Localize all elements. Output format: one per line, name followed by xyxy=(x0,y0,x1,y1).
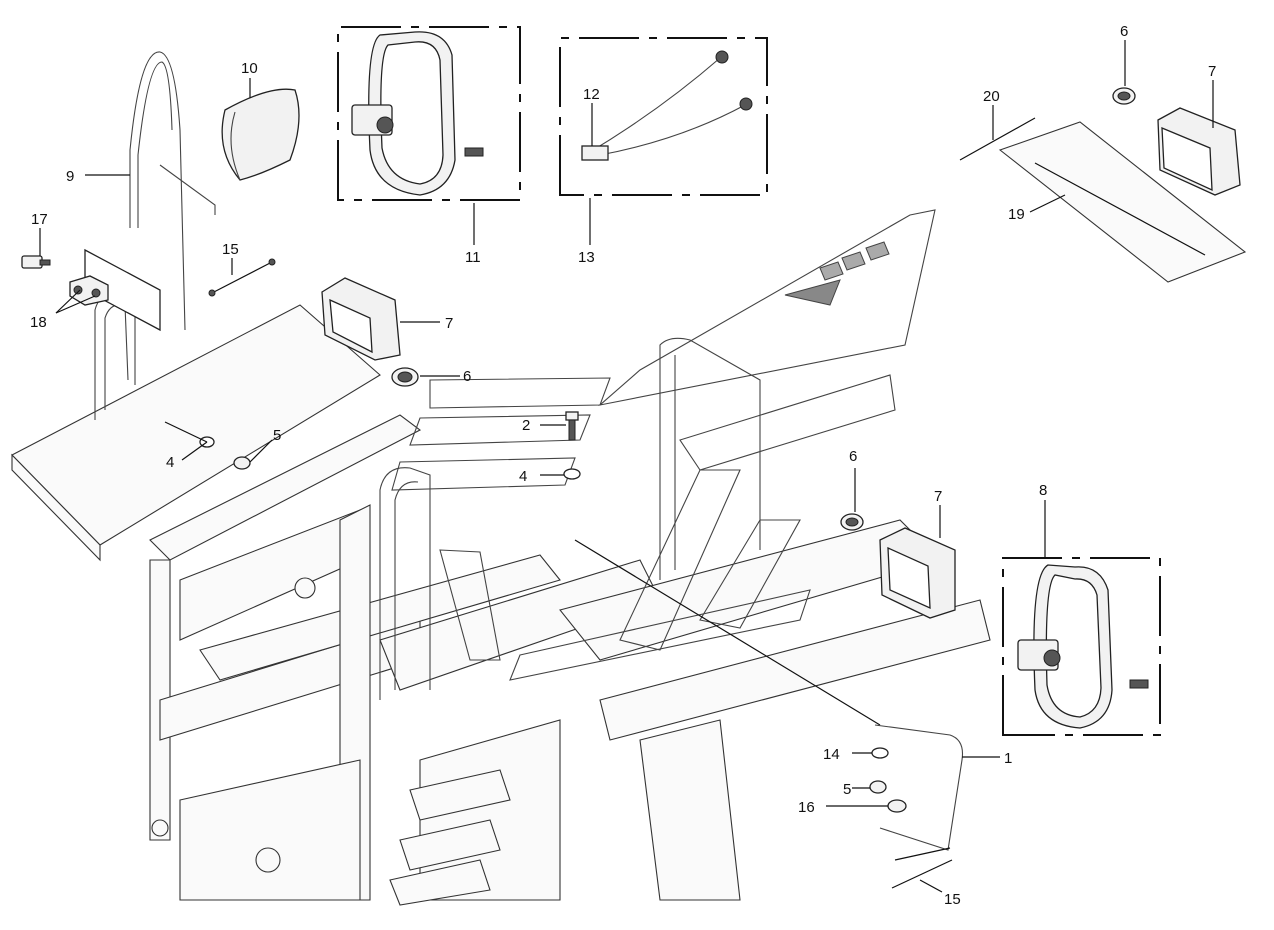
machine-frame xyxy=(11,209,991,906)
wire-20 xyxy=(959,117,1036,161)
callout-18: 18 xyxy=(30,314,47,331)
callout-7-right: 7 xyxy=(934,488,942,505)
callout-6-top: 6 xyxy=(1120,23,1128,40)
bolt-17 xyxy=(21,255,51,269)
gas-strut-bottom xyxy=(891,859,953,889)
cable-19 xyxy=(998,121,1247,283)
gas-strut-top xyxy=(208,258,276,297)
mirror-assembly-11 xyxy=(337,26,521,201)
callout-4-left: 4 xyxy=(166,454,174,471)
callout-9: 9 xyxy=(66,168,74,185)
callout-1: 1 xyxy=(1004,750,1012,767)
work-lamp-left xyxy=(321,277,401,361)
washer-nut-left xyxy=(199,436,251,470)
callout-14: 14 xyxy=(823,746,840,763)
callout-17: 17 xyxy=(31,211,48,228)
callout-10: 10 xyxy=(241,60,258,77)
mirror-arm-right xyxy=(574,539,964,861)
nut-16 xyxy=(887,799,907,813)
lamp-top-right xyxy=(1157,107,1241,196)
bolt-washer-center xyxy=(563,411,581,480)
callout-labels: 1 2 4 4 5 5 6 6 6 7 7 7 8 9 10 11 12 13 … xyxy=(30,23,1216,908)
mirror-bracket-rod xyxy=(84,51,216,332)
leader-lines xyxy=(39,40,1214,893)
callout-2: 2 xyxy=(522,417,530,434)
callout-13: 13 xyxy=(578,249,595,266)
work-lamp-right xyxy=(879,527,956,619)
grommet-right xyxy=(840,513,864,531)
callout-8: 8 xyxy=(1039,482,1047,499)
nut-5-right xyxy=(869,780,887,794)
callout-4-center: 4 xyxy=(519,468,527,485)
washer-14 xyxy=(871,747,889,759)
callout-20: 20 xyxy=(983,88,1000,105)
callout-7-top: 7 xyxy=(1208,63,1216,80)
callout-15-top: 15 xyxy=(222,241,239,258)
clamp-18 xyxy=(69,275,109,306)
callout-6-left: 6 xyxy=(463,368,471,385)
grommet-top-right xyxy=(1112,87,1136,105)
callout-15-bottom: 15 xyxy=(944,891,961,908)
callout-12: 12 xyxy=(583,86,600,103)
cable-harness-13 xyxy=(559,37,768,196)
grommet-left xyxy=(391,367,419,387)
callout-5-left: 5 xyxy=(273,427,281,444)
callout-11: 11 xyxy=(465,249,481,266)
callout-7-left: 7 xyxy=(445,315,453,332)
callout-5-right: 5 xyxy=(843,781,851,798)
callout-19: 19 xyxy=(1008,206,1025,223)
lamp-cover xyxy=(221,88,300,181)
callout-6-right: 6 xyxy=(849,448,857,465)
mirror-assembly-8 xyxy=(1002,557,1161,736)
callout-16: 16 xyxy=(798,799,815,816)
